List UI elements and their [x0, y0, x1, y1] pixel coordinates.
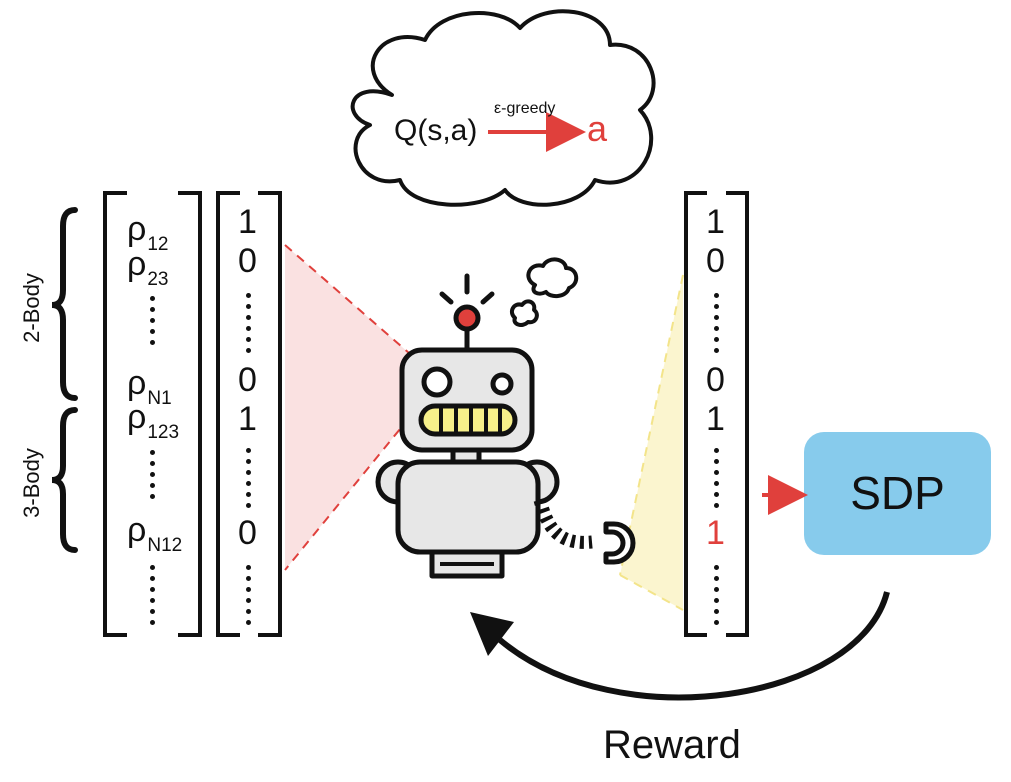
rho-label: ρ123	[127, 398, 180, 443]
view-cone-red	[285, 245, 440, 570]
action-entry: 1	[706, 400, 725, 438]
action-ellipsis	[714, 565, 720, 631]
robot-arm	[533, 498, 593, 549]
two-body-label: 2-Body	[19, 273, 44, 343]
brace-2body	[51, 207, 78, 401]
rho-ellipsis	[150, 450, 156, 505]
brace-3body	[51, 407, 78, 553]
state-ellipsis	[246, 448, 252, 514]
three-body-label: 3-Body	[19, 448, 44, 518]
q-function-label: Q(s,a)	[394, 114, 478, 147]
rho-ellipsis	[150, 565, 156, 631]
state-entry: 0	[238, 361, 257, 399]
action-entry: 0	[706, 242, 725, 280]
rho-label: ρ23	[127, 245, 169, 290]
sdp-label: SDP	[850, 467, 945, 519]
antenna-light	[453, 304, 481, 332]
reward-label: Reward	[603, 723, 741, 767]
thought-puff-small	[510, 299, 539, 327]
view-cone-red-edge-top	[284, 244, 441, 381]
action-label: a	[587, 108, 608, 149]
teeth-lines	[439, 408, 502, 432]
robot	[375, 273, 636, 579]
robot-eye-left	[421, 366, 453, 398]
action-entry-selected: 1	[706, 514, 725, 552]
action-entry: 0	[706, 361, 725, 399]
state-ellipsis	[246, 293, 252, 359]
view-cone-yellow	[620, 275, 683, 610]
robot-body	[395, 459, 541, 555]
state-entry: 0	[238, 242, 257, 280]
thought-puff-large	[526, 257, 579, 299]
rho-ellipsis	[150, 296, 156, 351]
rho-vector-brackets	[103, 191, 202, 637]
rho-label: ρN12	[127, 511, 183, 556]
state-entry: 0	[238, 514, 257, 552]
reward-arrow	[498, 591, 890, 701]
state-entry: 1	[238, 400, 257, 438]
view-cone-yellow-edge	[619, 274, 684, 576]
sdp-box	[804, 432, 991, 555]
robot-claw	[603, 521, 636, 565]
state-entry: 1	[238, 203, 257, 241]
robot-eye-right	[490, 372, 514, 396]
action-ellipsis	[714, 448, 720, 514]
thought-cloud	[350, 9, 656, 207]
antenna-spark-right	[480, 291, 495, 305]
view-cone-yellow-edge-bottom	[619, 574, 684, 611]
antenna-spark-left	[439, 291, 454, 305]
state-vector-brackets	[216, 191, 282, 637]
rho-label: ρN1	[127, 364, 172, 409]
epsilon-greedy-label: ε-greedy	[494, 100, 556, 117]
action-entry: 1	[706, 203, 725, 241]
robot-teeth	[418, 403, 518, 437]
action-vector-brackets	[684, 191, 749, 637]
reward-arrowhead	[470, 612, 514, 656]
action-ellipsis	[714, 293, 720, 359]
state-ellipsis	[246, 565, 252, 631]
rho-label: ρ12	[127, 210, 169, 255]
